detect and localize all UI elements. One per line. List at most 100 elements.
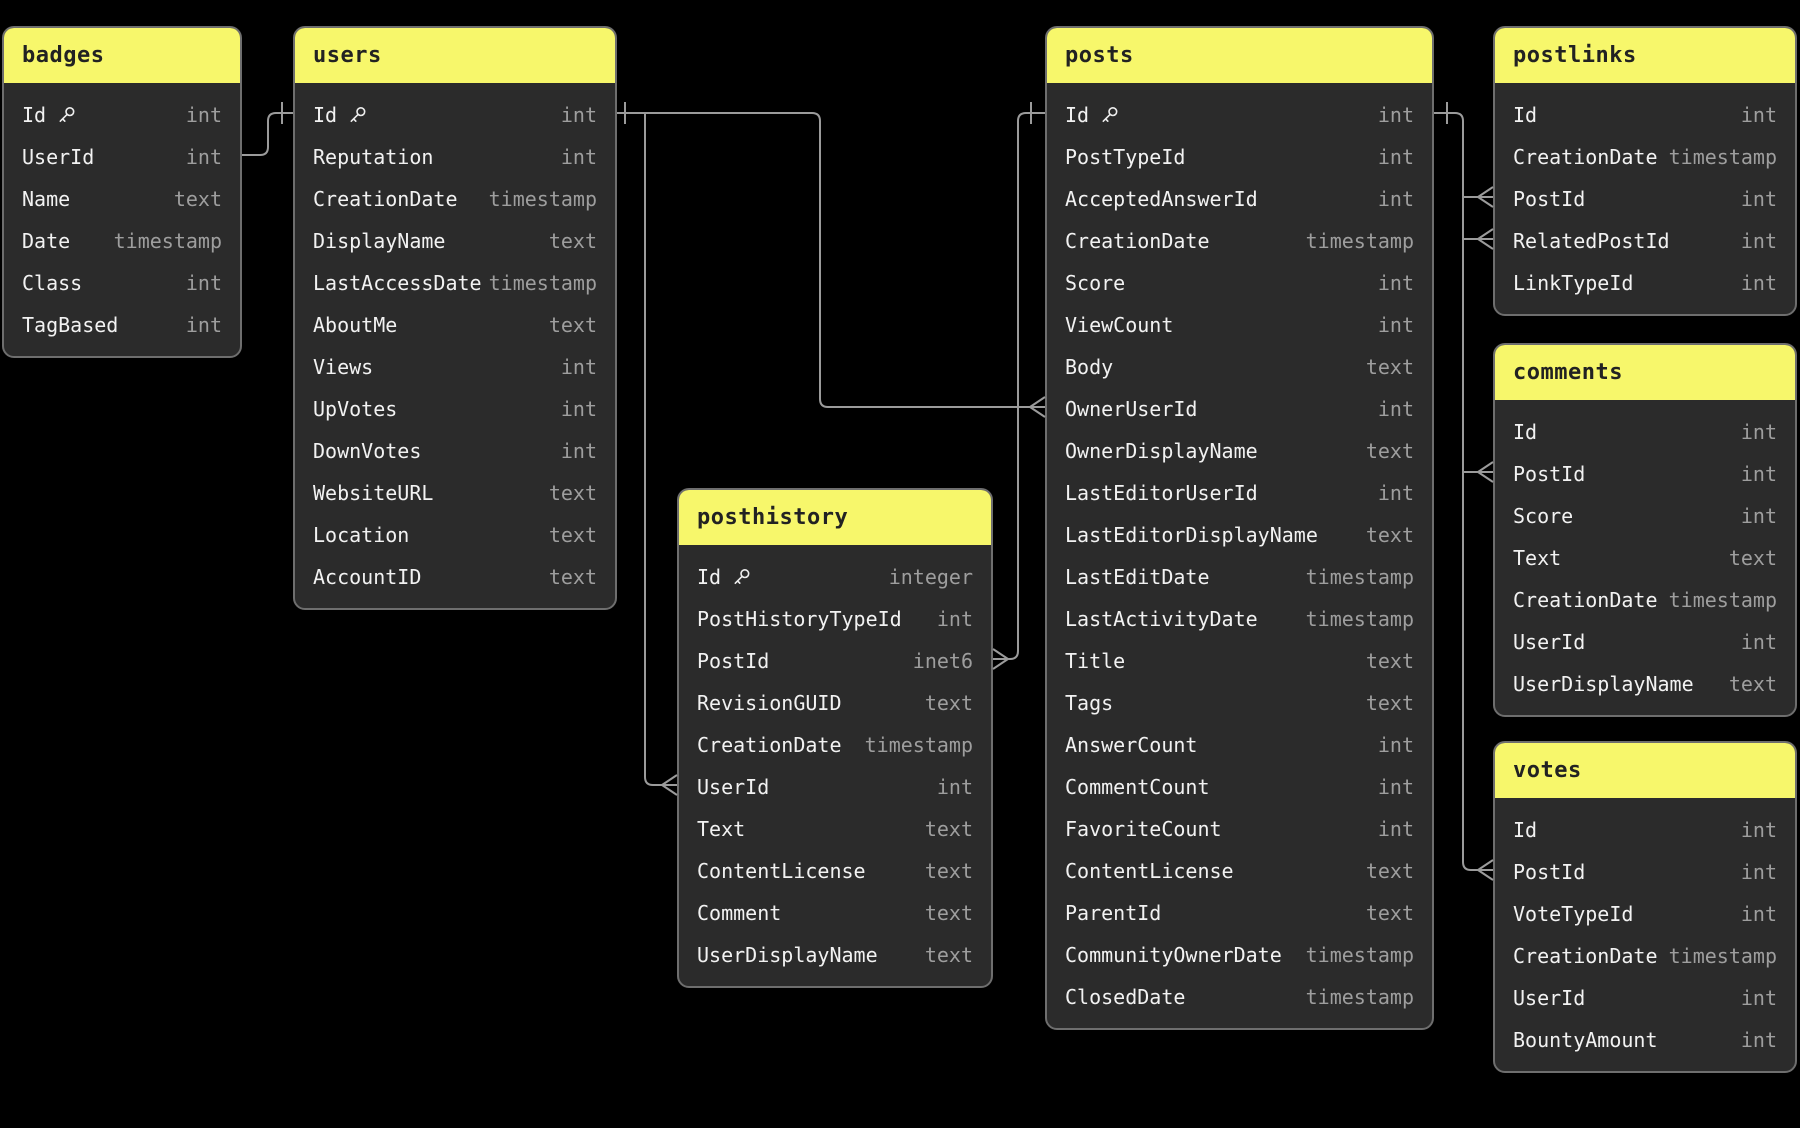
column-name: BountyAmount bbox=[1513, 1028, 1658, 1052]
table-row[interactable]: LinkTypeId int bbox=[1495, 262, 1795, 304]
table-row[interactable]: Id int bbox=[1495, 94, 1795, 136]
table-row[interactable]: Location text bbox=[295, 514, 615, 556]
table-row[interactable]: Id int bbox=[4, 94, 240, 136]
table-header[interactable]: posts bbox=[1047, 28, 1432, 83]
column-type: timestamp bbox=[1668, 944, 1777, 968]
column-name: CommunityOwnerDate bbox=[1065, 943, 1282, 967]
table-row[interactable]: Views int bbox=[295, 346, 615, 388]
table-row[interactable]: Score int bbox=[1495, 495, 1795, 537]
column-type: timestamp bbox=[488, 187, 597, 211]
table-title: posts bbox=[1065, 43, 1134, 68]
table-row[interactable]: ParentId text bbox=[1047, 892, 1432, 934]
table-row[interactable]: AnswerCount int bbox=[1047, 724, 1432, 766]
column-name: UserId bbox=[697, 775, 770, 799]
table-row[interactable]: UserDisplayName text bbox=[1495, 663, 1795, 705]
table-row[interactable]: ContentLicense text bbox=[1047, 850, 1432, 892]
table-row[interactable]: Body text bbox=[1047, 346, 1432, 388]
table-row[interactable]: WebsiteURL text bbox=[295, 472, 615, 514]
table-row[interactable]: Reputation int bbox=[295, 136, 615, 178]
table-row[interactable]: TagBased int bbox=[4, 304, 240, 346]
table-row[interactable]: Name text bbox=[4, 178, 240, 220]
table-row[interactable]: LastEditorDisplayName text bbox=[1047, 514, 1432, 556]
table-rows: Id int Reputation int CreationDate bbox=[295, 83, 615, 608]
table-row[interactable]: DisplayName text bbox=[295, 220, 615, 262]
table-row[interactable]: UserId int bbox=[1495, 621, 1795, 663]
table-card[interactable]: posthistory Id integer PostHistoryTypeId bbox=[677, 488, 993, 988]
table-row[interactable]: CreationDate timestamp bbox=[1495, 579, 1795, 621]
table-row[interactable]: LastAccessDate timestamp bbox=[295, 262, 615, 304]
table-row[interactable]: Id int bbox=[1495, 809, 1795, 851]
table-row[interactable]: PostId int bbox=[1495, 851, 1795, 893]
table-header[interactable]: postlinks bbox=[1495, 28, 1795, 83]
table-card[interactable]: badges Id int UserId int bbox=[2, 26, 242, 358]
table-header[interactable]: users bbox=[295, 28, 615, 83]
table-row[interactable]: Date timestamp bbox=[4, 220, 240, 262]
table-row[interactable]: UserId int bbox=[679, 766, 991, 808]
table-row[interactable]: Id int bbox=[295, 94, 615, 136]
table-row[interactable]: PostHistoryTypeId int bbox=[679, 598, 991, 640]
table-row[interactable]: UpVotes int bbox=[295, 388, 615, 430]
table-row[interactable]: RelatedPostId int bbox=[1495, 220, 1795, 262]
table-row[interactable]: UserId int bbox=[1495, 977, 1795, 1019]
table-row[interactable]: ContentLicense text bbox=[679, 850, 991, 892]
table-row[interactable]: PostTypeId int bbox=[1047, 136, 1432, 178]
table-row[interactable]: CreationDate timestamp bbox=[295, 178, 615, 220]
table-row[interactable]: Comment text bbox=[679, 892, 991, 934]
table-row[interactable]: Id int bbox=[1495, 411, 1795, 453]
table-row[interactable]: CreationDate timestamp bbox=[1495, 935, 1795, 977]
table-row[interactable]: CommentCount int bbox=[1047, 766, 1432, 808]
table-row[interactable]: PostId int bbox=[1495, 453, 1795, 495]
table-row[interactable]: ClosedDate timestamp bbox=[1047, 976, 1432, 1018]
table-row[interactable]: BountyAmount int bbox=[1495, 1019, 1795, 1061]
table-row[interactable]: Score int bbox=[1047, 262, 1432, 304]
column-type: text bbox=[548, 565, 597, 589]
column-type: int bbox=[1740, 630, 1777, 654]
table-row[interactable]: AccountID text bbox=[295, 556, 615, 598]
table-header[interactable]: posthistory bbox=[679, 490, 991, 545]
table-header[interactable]: comments bbox=[1495, 345, 1795, 400]
table-row[interactable]: UserId int bbox=[4, 136, 240, 178]
table-header[interactable]: badges bbox=[4, 28, 240, 83]
table-row[interactable]: VoteTypeId int bbox=[1495, 893, 1795, 935]
table-row[interactable]: AboutMe text bbox=[295, 304, 615, 346]
column-type: text bbox=[924, 691, 973, 715]
table-card[interactable]: users Id int Reputation int bbox=[293, 26, 617, 610]
table-row[interactable]: Title text bbox=[1047, 640, 1432, 682]
column-type: int bbox=[560, 355, 597, 379]
table-row[interactable]: CreationDate timestamp bbox=[679, 724, 991, 766]
table-row[interactable]: OwnerDisplayName text bbox=[1047, 430, 1432, 472]
table-card[interactable]: votes Id int PostId int VoteTypeId int C… bbox=[1493, 741, 1797, 1073]
table-title: postlinks bbox=[1513, 43, 1637, 68]
table-row[interactable]: PostId inet6 bbox=[679, 640, 991, 682]
table-row[interactable]: AcceptedAnswerId int bbox=[1047, 178, 1432, 220]
column-name: Comment bbox=[697, 901, 782, 925]
table-row[interactable]: LastEditorUserId int bbox=[1047, 472, 1432, 514]
table-row[interactable]: DownVotes int bbox=[295, 430, 615, 472]
table-row[interactable]: CommunityOwnerDate timestamp bbox=[1047, 934, 1432, 976]
table-header[interactable]: votes bbox=[1495, 743, 1795, 798]
table-card[interactable]: postlinks Id int CreationDate timestamp … bbox=[1493, 26, 1797, 316]
table-row[interactable]: Tags text bbox=[1047, 682, 1432, 724]
table-row[interactable]: UserDisplayName text bbox=[679, 934, 991, 976]
table-card[interactable]: posts Id int PostTypeId int bbox=[1045, 26, 1434, 1030]
table-row[interactable]: Id integer bbox=[679, 556, 991, 598]
column-name: CreationDate bbox=[1065, 229, 1210, 253]
table-rows: Id int UserId int Name text bbox=[4, 83, 240, 356]
table-row[interactable]: Id int bbox=[1047, 94, 1432, 136]
table-row[interactable]: LastEditDate timestamp bbox=[1047, 556, 1432, 598]
table-row[interactable]: ViewCount int bbox=[1047, 304, 1432, 346]
column-type: int bbox=[1377, 817, 1414, 841]
table-card[interactable]: comments Id int PostId int Score int Tex… bbox=[1493, 343, 1797, 717]
table-row[interactable]: Class int bbox=[4, 262, 240, 304]
table-row[interactable]: FavoriteCount int bbox=[1047, 808, 1432, 850]
table-row[interactable]: Text text bbox=[679, 808, 991, 850]
table-row[interactable]: CreationDate timestamp bbox=[1495, 136, 1795, 178]
table-row[interactable]: CreationDate timestamp bbox=[1047, 220, 1432, 262]
table-row[interactable]: Text text bbox=[1495, 537, 1795, 579]
table-row[interactable]: OwnerUserId int bbox=[1047, 388, 1432, 430]
table-row[interactable]: PostId int bbox=[1495, 178, 1795, 220]
table-row[interactable]: LastActivityDate timestamp bbox=[1047, 598, 1432, 640]
table-row[interactable]: RevisionGUID text bbox=[679, 682, 991, 724]
